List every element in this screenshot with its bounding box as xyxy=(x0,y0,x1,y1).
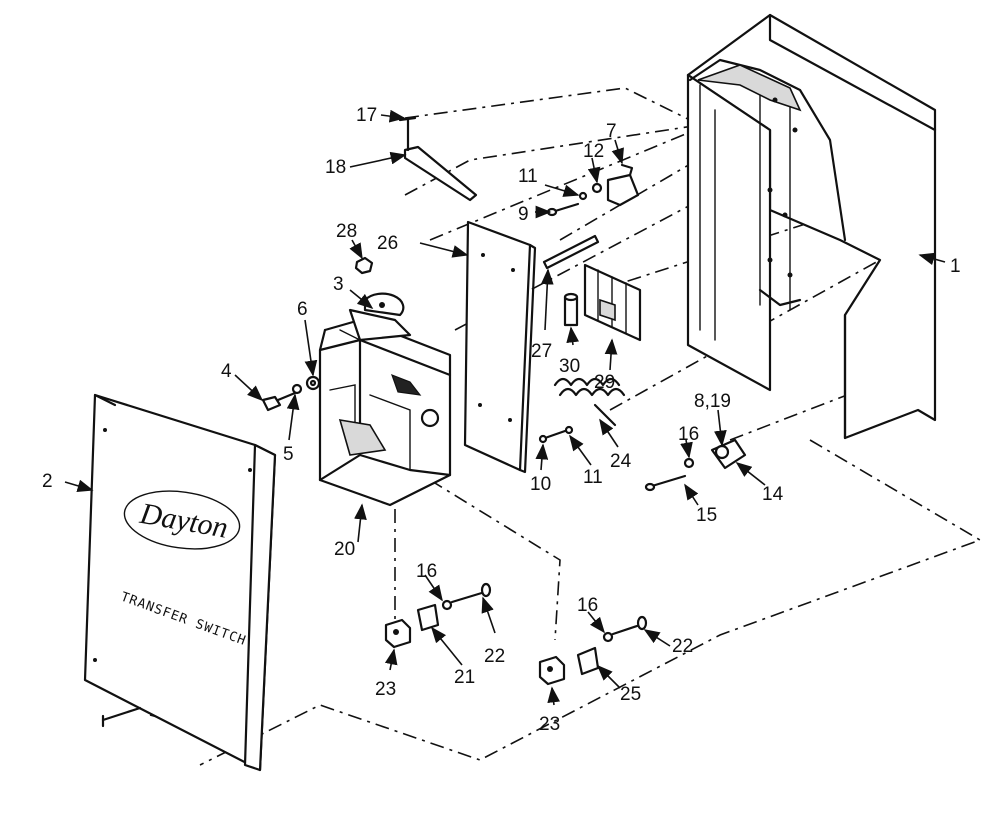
callout-9: 9 xyxy=(518,204,529,225)
callout-21: 21 xyxy=(454,667,475,688)
callout-28: 28 xyxy=(336,221,357,242)
callout-15: 15 xyxy=(696,505,717,526)
callout-17: 17 xyxy=(356,105,377,126)
callout-18: 18 xyxy=(325,157,346,178)
cover-door: Dayton TRANSFER SWITCH xyxy=(83,393,277,772)
lower-connectors xyxy=(384,582,648,686)
switch-mechanism xyxy=(318,292,452,507)
callout-27: 27 xyxy=(531,341,552,362)
callout-8-19: 8,19 xyxy=(694,391,731,412)
callout-16-right: 16 xyxy=(678,424,699,445)
callout-labels: 1 2 3 4 5 6 7 8,19 9 10 11 11 12 14 15 1… xyxy=(42,105,961,735)
callout-23-left: 23 xyxy=(375,679,396,700)
callout-29: 29 xyxy=(594,372,615,393)
callout-11-lower: 11 xyxy=(583,467,603,488)
enclosure-box xyxy=(686,13,937,440)
callout-22-right: 22 xyxy=(672,636,693,657)
callout-5: 5 xyxy=(283,444,294,465)
callout-12: 12 xyxy=(583,141,604,162)
callout-1: 1 xyxy=(950,256,961,277)
callout-2: 2 xyxy=(42,471,53,492)
callout-7: 7 xyxy=(606,121,617,142)
callout-10: 10 xyxy=(530,474,551,495)
callout-24: 24 xyxy=(610,451,632,472)
callout-14: 14 xyxy=(762,484,784,505)
callout-25: 25 xyxy=(620,684,641,705)
callout-16-left: 16 xyxy=(416,561,437,582)
callout-23-right: 23 xyxy=(539,714,560,735)
small-hardware xyxy=(261,182,747,492)
handle-bar xyxy=(398,116,478,202)
callout-11-upper: 11 xyxy=(518,166,538,187)
callout-4: 4 xyxy=(221,361,232,382)
mounting-plate xyxy=(463,220,537,474)
callout-30: 30 xyxy=(559,356,580,377)
relay xyxy=(606,163,640,207)
callout-3: 3 xyxy=(333,274,344,295)
callout-16-bottom: 16 xyxy=(577,595,598,616)
callout-22-left: 22 xyxy=(484,646,505,667)
callout-26: 26 xyxy=(377,233,398,254)
leader-arrows xyxy=(64,109,946,706)
callout-20: 20 xyxy=(334,539,355,560)
callout-6: 6 xyxy=(297,299,308,320)
